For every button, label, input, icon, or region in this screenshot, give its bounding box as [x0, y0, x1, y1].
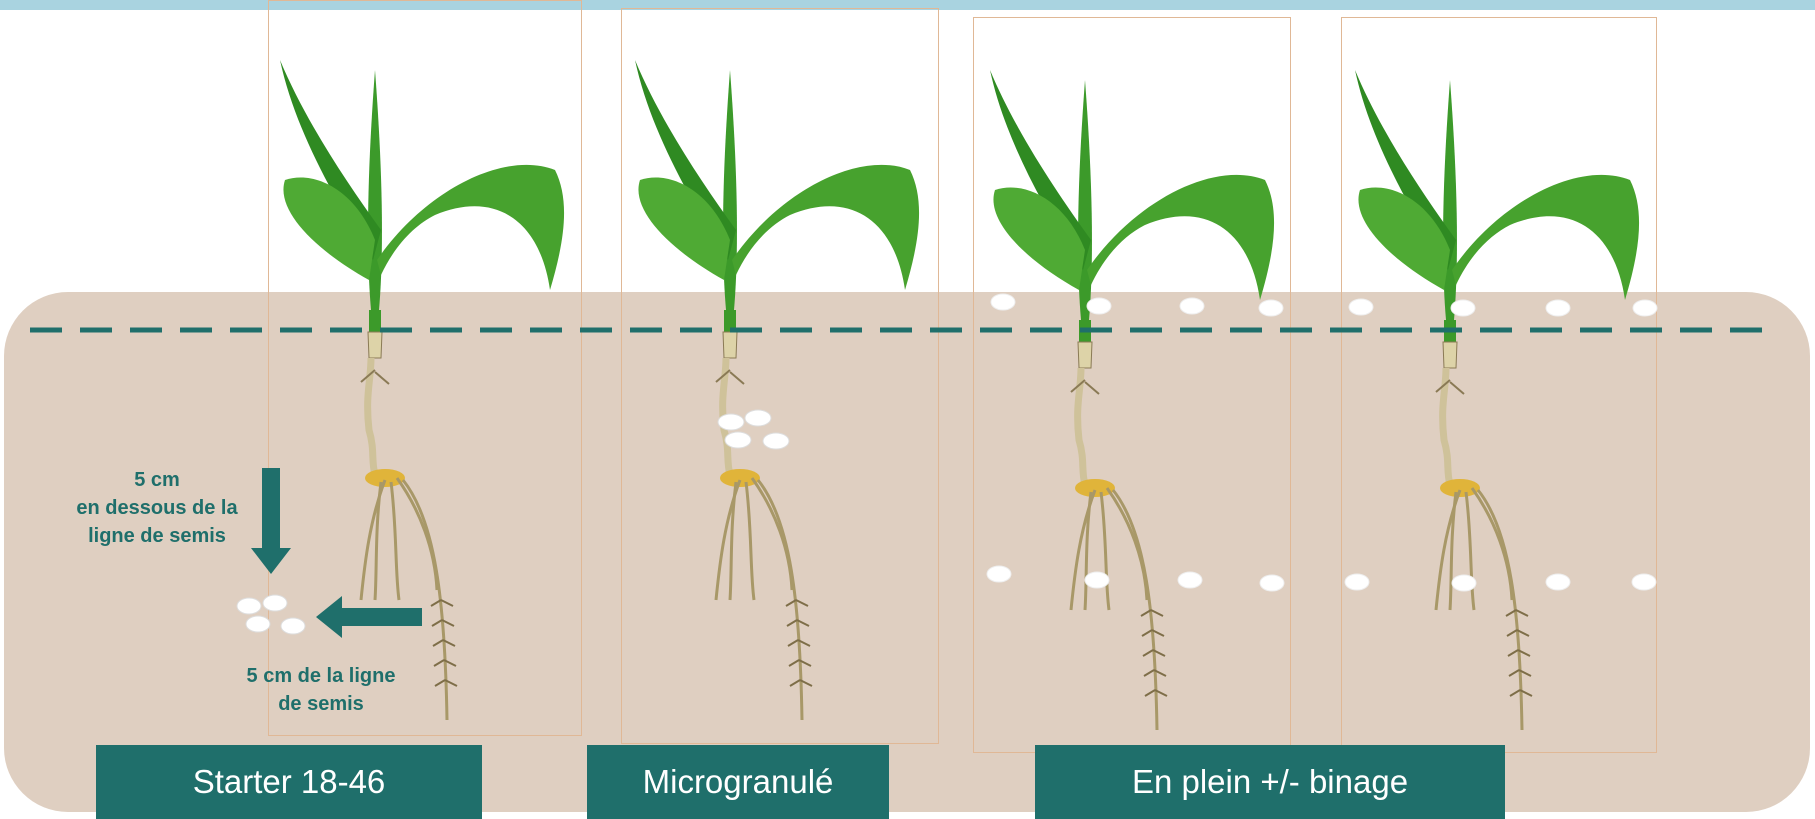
label-plein: En plein +/- binage: [1035, 745, 1505, 819]
depth-note: 5 cm en dessous de la ligne de semis: [72, 466, 242, 550]
fertilizer-granules-microgranule: [718, 410, 789, 449]
lateral-note: 5 cm de la ligne de semis: [221, 662, 421, 718]
plant-plein-2: [1355, 70, 1639, 730]
plant-plein-1: [990, 70, 1274, 730]
label-starter: Starter 18-46: [96, 745, 482, 819]
fertilizer-granules-surface: [991, 294, 1657, 316]
fertilizer-granules-starter: [237, 595, 305, 634]
left-arrow: [316, 596, 422, 638]
down-arrow: [251, 468, 291, 574]
plant-microgranule: [635, 60, 919, 720]
label-microgranule: Microgranulé: [587, 745, 889, 819]
